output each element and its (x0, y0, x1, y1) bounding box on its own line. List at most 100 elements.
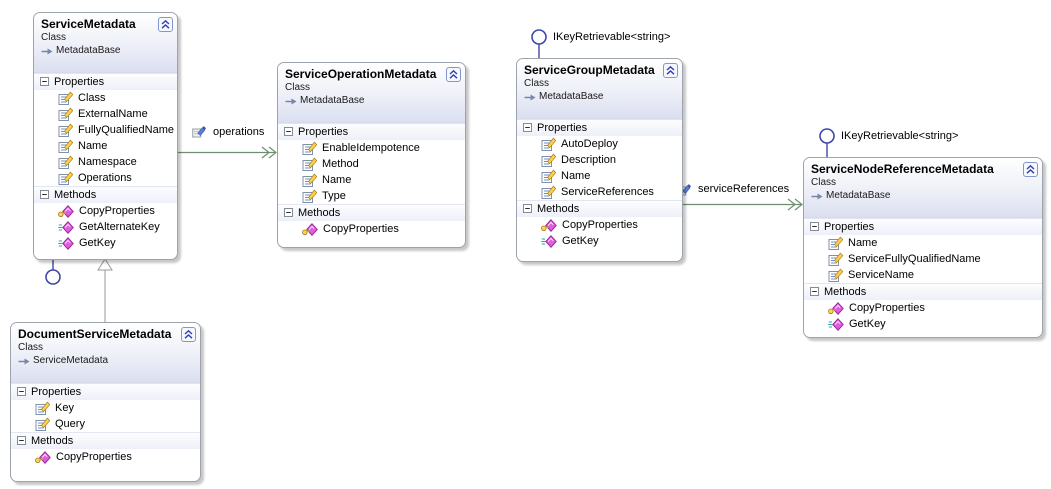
section-properties[interactable]: Properties (11, 383, 200, 400)
minus-icon[interactable] (17, 387, 26, 396)
property-name: Name (561, 170, 591, 182)
method-name: GetKey (79, 237, 116, 249)
base-arrow-icon (285, 97, 297, 106)
property-row[interactable]: Name (34, 138, 177, 154)
method-row[interactable]: CopyProperties (517, 217, 682, 233)
property-row[interactable]: AutoDeploy (517, 136, 682, 152)
property-name: Operations (78, 172, 132, 184)
property-icon (302, 157, 317, 171)
minus-icon[interactable] (40, 77, 49, 86)
class-service-node-reference-metadata[interactable]: ServiceNodeReferenceMetadata Class Metad… (803, 157, 1043, 338)
collapse-button[interactable] (663, 63, 678, 78)
minus-icon[interactable] (40, 190, 49, 199)
section-label: Properties (824, 220, 875, 233)
method-key-icon (828, 302, 844, 315)
interface-lollipop[interactable] (44, 259, 62, 287)
method-key-icon (58, 205, 74, 218)
chevron-up-icon (181, 327, 196, 342)
property-icon (541, 169, 556, 183)
property-row[interactable]: ServiceReferences (517, 184, 682, 200)
base-type-name: MetadataBase (56, 45, 121, 56)
property-row[interactable]: Key (11, 400, 200, 416)
method-row[interactable]: GetKey (804, 316, 1042, 332)
chevron-up-icon (158, 17, 173, 32)
property-row[interactable]: Description (517, 152, 682, 168)
class-header: ServiceMetadata Class MetadataBase (34, 13, 177, 73)
base-type: MetadataBase (524, 90, 675, 104)
property-icon (58, 123, 73, 137)
minus-icon[interactable] (523, 123, 532, 132)
method-row[interactable]: CopyProperties (34, 203, 177, 219)
property-icon (35, 417, 50, 431)
property-row[interactable]: Namespace (34, 154, 177, 170)
base-arrow-icon (18, 357, 30, 366)
collapse-button[interactable] (158, 17, 173, 32)
method-row[interactable]: CopyProperties (804, 300, 1042, 316)
section-methods[interactable]: Methods (11, 432, 200, 449)
method-row[interactable]: GetAlternateKey (34, 219, 177, 235)
base-type: ServiceMetadata (18, 354, 193, 368)
class-title: ServiceOperationMetadata (285, 67, 437, 81)
method-name: CopyProperties (849, 302, 925, 314)
chevron-up-icon (663, 63, 678, 78)
association-operations: operations (178, 120, 278, 162)
property-icon (58, 107, 73, 121)
minus-icon[interactable] (284, 127, 293, 136)
interface-lollipop[interactable] (530, 29, 548, 59)
collapse-button[interactable] (1023, 162, 1038, 177)
collapse-button[interactable] (446, 67, 461, 82)
property-row[interactable]: Class (34, 90, 177, 106)
property-row[interactable]: Type (278, 188, 465, 204)
section-methods[interactable]: Methods (278, 204, 465, 221)
property-icon (58, 171, 73, 185)
section-label: Properties (537, 121, 588, 134)
method-row[interactable]: CopyProperties (11, 449, 200, 465)
section-properties[interactable]: Properties (34, 73, 177, 90)
property-row[interactable]: Query (11, 416, 200, 432)
class-kind: Class (18, 342, 44, 353)
section-properties[interactable]: Properties (278, 123, 465, 140)
minus-icon[interactable] (523, 204, 532, 213)
property-name: ServiceReferences (561, 186, 654, 198)
property-row[interactable]: Name (278, 172, 465, 188)
property-row[interactable]: Name (517, 168, 682, 184)
property-row[interactable]: FullyQualifiedName (34, 122, 177, 138)
method-name: GetKey (849, 318, 886, 330)
class-service-group-metadata[interactable]: ServiceGroupMetadata Class MetadataBase … (516, 58, 683, 262)
minus-icon[interactable] (284, 208, 293, 217)
minus-icon[interactable] (810, 287, 819, 296)
section-methods[interactable]: Methods (804, 283, 1042, 300)
property-row[interactable]: EnableIdempotence (278, 140, 465, 156)
method-icon (828, 318, 844, 331)
property-row[interactable]: ServiceFullyQualifiedName (804, 251, 1042, 267)
inheritance-connector[interactable] (97, 258, 113, 324)
method-row[interactable]: GetKey (517, 233, 682, 249)
section-properties[interactable]: Properties (804, 218, 1042, 235)
minus-icon[interactable] (810, 222, 819, 231)
association-arrow[interactable] (683, 198, 804, 211)
class-document-service-metadata[interactable]: DocumentServiceMetadata Class ServiceMet… (10, 322, 201, 482)
method-row[interactable]: GetKey (34, 235, 177, 251)
method-row[interactable]: CopyProperties (278, 221, 465, 237)
association-arrow[interactable] (178, 146, 278, 159)
section-methods[interactable]: Methods (517, 200, 682, 217)
class-kind: Class (41, 32, 67, 43)
class-kind: Class (811, 177, 837, 188)
property-row[interactable]: Method (278, 156, 465, 172)
property-row[interactable]: ExternalName (34, 106, 177, 122)
class-title: ServiceMetadata (41, 17, 136, 31)
section-methods[interactable]: Methods (34, 186, 177, 203)
property-name: Namespace (78, 156, 137, 168)
property-row[interactable]: ServiceName (804, 267, 1042, 283)
section-properties[interactable]: Properties (517, 119, 682, 136)
class-title: DocumentServiceMetadata (18, 327, 172, 341)
interface-lollipop[interactable] (818, 128, 836, 158)
minus-icon[interactable] (17, 436, 26, 445)
class-service-operation-metadata[interactable]: ServiceOperationMetadata Class MetadataB… (277, 62, 466, 248)
property-name: Key (55, 402, 74, 414)
class-service-metadata[interactable]: ServiceMetadata Class MetadataBase Prope… (33, 12, 178, 260)
property-row[interactable]: Operations (34, 170, 177, 186)
property-row[interactable]: Name (804, 235, 1042, 251)
chevron-up-icon (446, 67, 461, 82)
collapse-button[interactable] (181, 327, 196, 342)
